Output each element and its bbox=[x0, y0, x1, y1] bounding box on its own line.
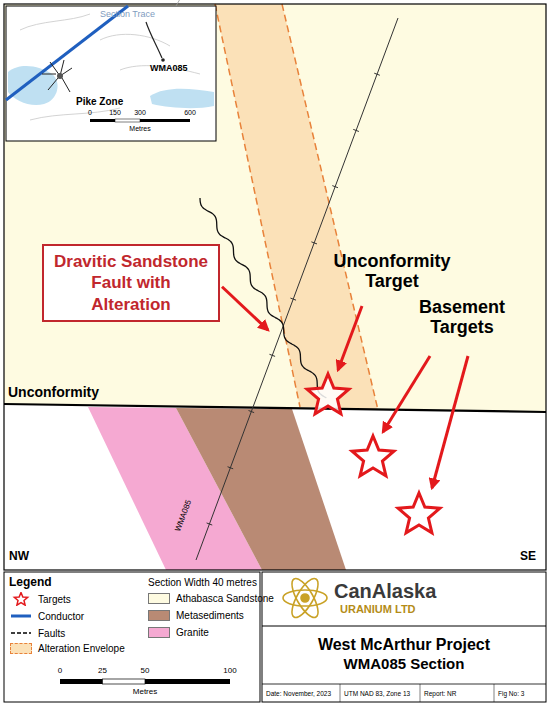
legend-item: Metasediments bbox=[148, 610, 244, 621]
legend-swatch bbox=[148, 593, 170, 604]
inset-label: Pike Zone bbox=[76, 96, 123, 107]
legend-item: Athabasca Sandstone bbox=[148, 593, 274, 604]
legend-label: 0 bbox=[58, 667, 62, 676]
target-stars bbox=[307, 374, 440, 533]
depth-tick bbox=[269, 354, 275, 356]
legend-label: 100 bbox=[223, 667, 236, 676]
inset-label: Metres bbox=[129, 125, 150, 133]
target-star bbox=[352, 436, 394, 476]
title-divider bbox=[262, 626, 546, 627]
inset-label: WMA085 bbox=[150, 64, 188, 74]
legend-swatch bbox=[148, 610, 170, 621]
legend-label: URANIUM LTD bbox=[340, 603, 416, 615]
depth-tick bbox=[374, 73, 380, 75]
callout-arrow bbox=[222, 287, 268, 330]
section-label: NW bbox=[9, 550, 29, 563]
legend-item: Granite bbox=[148, 627, 209, 638]
legend-item: Conductor bbox=[10, 609, 84, 623]
callout-arrow bbox=[383, 356, 430, 432]
legend-frame bbox=[4, 572, 260, 702]
inset-label: 150 bbox=[109, 109, 121, 117]
legend-item: Alteration Envelope bbox=[10, 643, 125, 654]
depth-tick bbox=[249, 411, 255, 413]
legend-symbol bbox=[10, 609, 32, 623]
company-logo bbox=[283, 575, 327, 621]
callout-text: Dravitic Sandstone Fault with Alteration bbox=[50, 251, 212, 315]
legend-item: Faults bbox=[10, 626, 65, 640]
legend-label: Fig No: 3 bbox=[498, 690, 524, 697]
target-star bbox=[307, 374, 349, 414]
map-frame bbox=[4, 4, 546, 570]
section-label: SE bbox=[520, 550, 536, 563]
legend-text: Conductor bbox=[38, 611, 84, 622]
depth-tick bbox=[353, 129, 359, 131]
depth-tick bbox=[290, 298, 296, 300]
title-text: WMA085 Section bbox=[274, 655, 534, 674]
legend-swatch bbox=[10, 643, 32, 654]
title-divider bbox=[340, 684, 341, 702]
title-frame bbox=[262, 572, 546, 702]
legend-label: Metres bbox=[133, 688, 157, 697]
legend-text: Athabasca Sandstone bbox=[176, 593, 274, 604]
unconformity-line bbox=[4, 404, 546, 412]
legend-label: Date: November, 2023 bbox=[266, 690, 331, 697]
sandstone-unit bbox=[4, 4, 546, 412]
section-label: Basement Targets bbox=[402, 298, 522, 338]
drill-ticks bbox=[207, 73, 380, 525]
legend-label: UTM NAD 83, Zone 13 bbox=[344, 690, 410, 697]
callout-arrow bbox=[432, 356, 468, 488]
legend-symbol bbox=[10, 626, 32, 640]
depth-tick bbox=[332, 186, 338, 188]
title-divider bbox=[262, 684, 546, 685]
inset-label: 0 bbox=[88, 109, 92, 117]
legend-text: Granite bbox=[176, 627, 209, 638]
title-block: West McArthur ProjectWMA085 Section bbox=[268, 630, 540, 679]
legend-label: 50 bbox=[141, 667, 150, 676]
section-label: Unconformity bbox=[8, 385, 99, 400]
envelope-edge bbox=[282, 4, 378, 410]
envelope-edge bbox=[215, 4, 300, 407]
inset-map bbox=[6, 0, 216, 141]
inset-label: 300 bbox=[134, 109, 146, 117]
scale-bar bbox=[60, 679, 230, 684]
legend-text: Metasediments bbox=[176, 610, 244, 621]
legend-swatch bbox=[148, 627, 170, 638]
callout-arrow bbox=[338, 306, 362, 370]
legend-text: Targets bbox=[38, 594, 71, 605]
title-divider bbox=[494, 684, 495, 702]
legend-text: Faults bbox=[38, 628, 65, 639]
legend-symbol bbox=[10, 592, 32, 606]
legend-text: Alteration Envelope bbox=[38, 643, 125, 654]
title-text: West McArthur Project bbox=[274, 635, 534, 655]
legend-item: Targets bbox=[10, 592, 71, 606]
target-star bbox=[398, 493, 440, 533]
section-label: Unconformity Target bbox=[317, 252, 467, 292]
callout-box: Dravitic Sandstone Fault with Alteration bbox=[42, 244, 220, 322]
legend-label: CanAlaska bbox=[334, 580, 436, 602]
title-divider bbox=[420, 684, 421, 702]
inset-label: 600 bbox=[184, 109, 196, 117]
depth-tick bbox=[207, 523, 213, 525]
depth-tick bbox=[228, 467, 234, 469]
legend-label: Legend bbox=[9, 576, 52, 589]
legend-label: Report: NR bbox=[424, 690, 457, 697]
inset-label: Section Trace bbox=[100, 10, 155, 20]
alteration-envelope bbox=[215, 4, 378, 410]
depth-tick bbox=[311, 242, 317, 244]
legend-label: 25 bbox=[98, 667, 107, 676]
legend-label: Section Width 40 metres bbox=[148, 577, 257, 588]
basement-ground bbox=[4, 4, 546, 570]
